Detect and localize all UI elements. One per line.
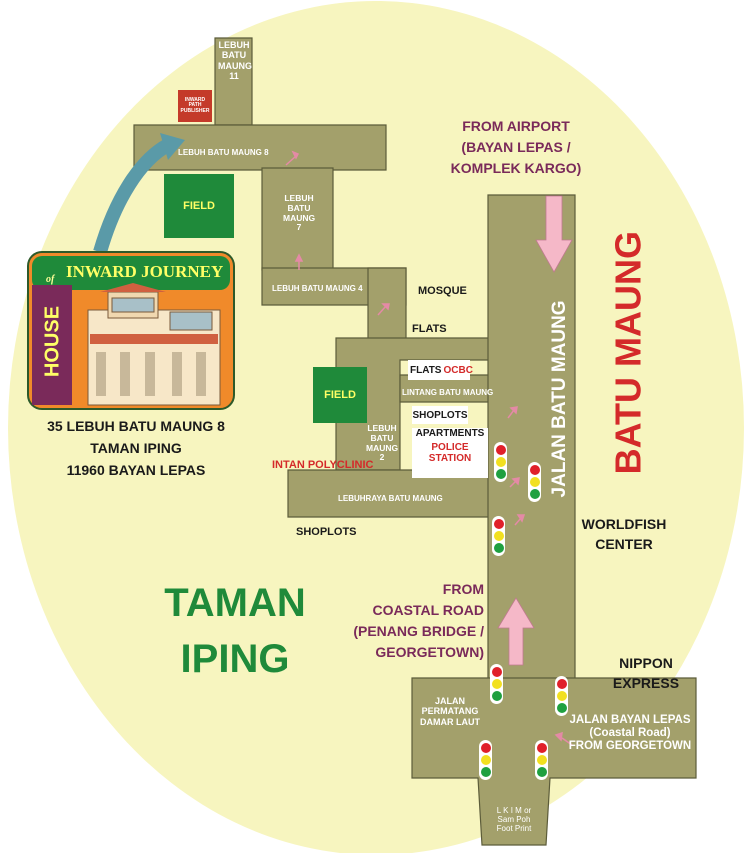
inward-path-publisher: INWARD PATH PUBLISHER bbox=[178, 90, 212, 122]
label-iping: IPING bbox=[180, 637, 290, 681]
address-line-3: 11960 BAYAN LEPAS bbox=[66, 462, 206, 478]
traffic-light-5 bbox=[555, 676, 568, 716]
label-flats: FLATS bbox=[412, 323, 447, 335]
label-lintang: LINTANG BATU MAUNG bbox=[402, 388, 494, 397]
traffic-light-2 bbox=[528, 462, 541, 502]
traffic-light-7 bbox=[535, 740, 548, 780]
address-line-2: TAMAN IPING bbox=[90, 440, 182, 456]
small-arrow-1 bbox=[285, 155, 297, 166]
field-south: FIELD bbox=[313, 367, 367, 423]
label-jalan-bayan-lepas: JALAN BAYAN LEPAS(Coastal Road)FROM GEOR… bbox=[568, 714, 692, 753]
arrow-from-airport bbox=[535, 195, 573, 273]
shoplots-block: SHOPLOTS bbox=[412, 406, 468, 424]
label-batu-maung: BATU MAUNG bbox=[607, 231, 649, 475]
callout-arrow-head bbox=[160, 133, 185, 160]
small-arrow-4 bbox=[507, 409, 515, 419]
label-shoplots-south: SHOPLOTS bbox=[296, 526, 357, 538]
address-line-1: 35 LEBUH BATU MAUNG 8 bbox=[47, 418, 225, 434]
field-north: FIELD bbox=[164, 174, 234, 238]
label-from-airport: FROM AIRPORT (BAYAN LEPAS / KOMPLEK KARG… bbox=[450, 118, 582, 177]
label-lebuh-8: LEBUH BATU MAUNG 8 bbox=[178, 148, 269, 157]
traffic-light-6 bbox=[479, 740, 492, 780]
small-arrow-7 bbox=[561, 737, 573, 746]
label-jalan-batu-maung: JALAN BATU MAUNG bbox=[549, 300, 571, 498]
label-lebuh-4: LEBUH BATU MAUNG 4 bbox=[272, 284, 363, 293]
label-mosque: MOSQUE bbox=[418, 285, 467, 297]
road-jalan-bayan-lepas bbox=[411, 677, 697, 846]
house-image bbox=[27, 251, 235, 410]
arrow-from-coastal bbox=[497, 597, 535, 666]
house-vertical-label: HOUSE bbox=[41, 305, 64, 378]
apartments-block: APARTMENTS POLICE STATION bbox=[412, 428, 488, 478]
callout-arrow-body bbox=[93, 138, 172, 254]
house-name-label: INWARD JOURNEY bbox=[66, 262, 224, 281]
house-of-label: of bbox=[46, 274, 55, 285]
road-lebuh-8 bbox=[133, 124, 387, 171]
traffic-light-3 bbox=[492, 516, 505, 556]
traffic-light-4 bbox=[490, 664, 503, 704]
label-intan-polyclinic: INTAN POLYCLINIC bbox=[272, 459, 374, 471]
small-arrow-3 bbox=[377, 305, 387, 316]
traffic-light-1 bbox=[494, 442, 507, 482]
label-from-coastal: FROM COASTAL ROAD (PENANG BRIDGE / GEORG… bbox=[353, 581, 484, 661]
label-lebuhraya: LEBUHRAYA BATU MAUNG bbox=[338, 494, 443, 503]
label-taman: TAMAN bbox=[164, 581, 306, 625]
